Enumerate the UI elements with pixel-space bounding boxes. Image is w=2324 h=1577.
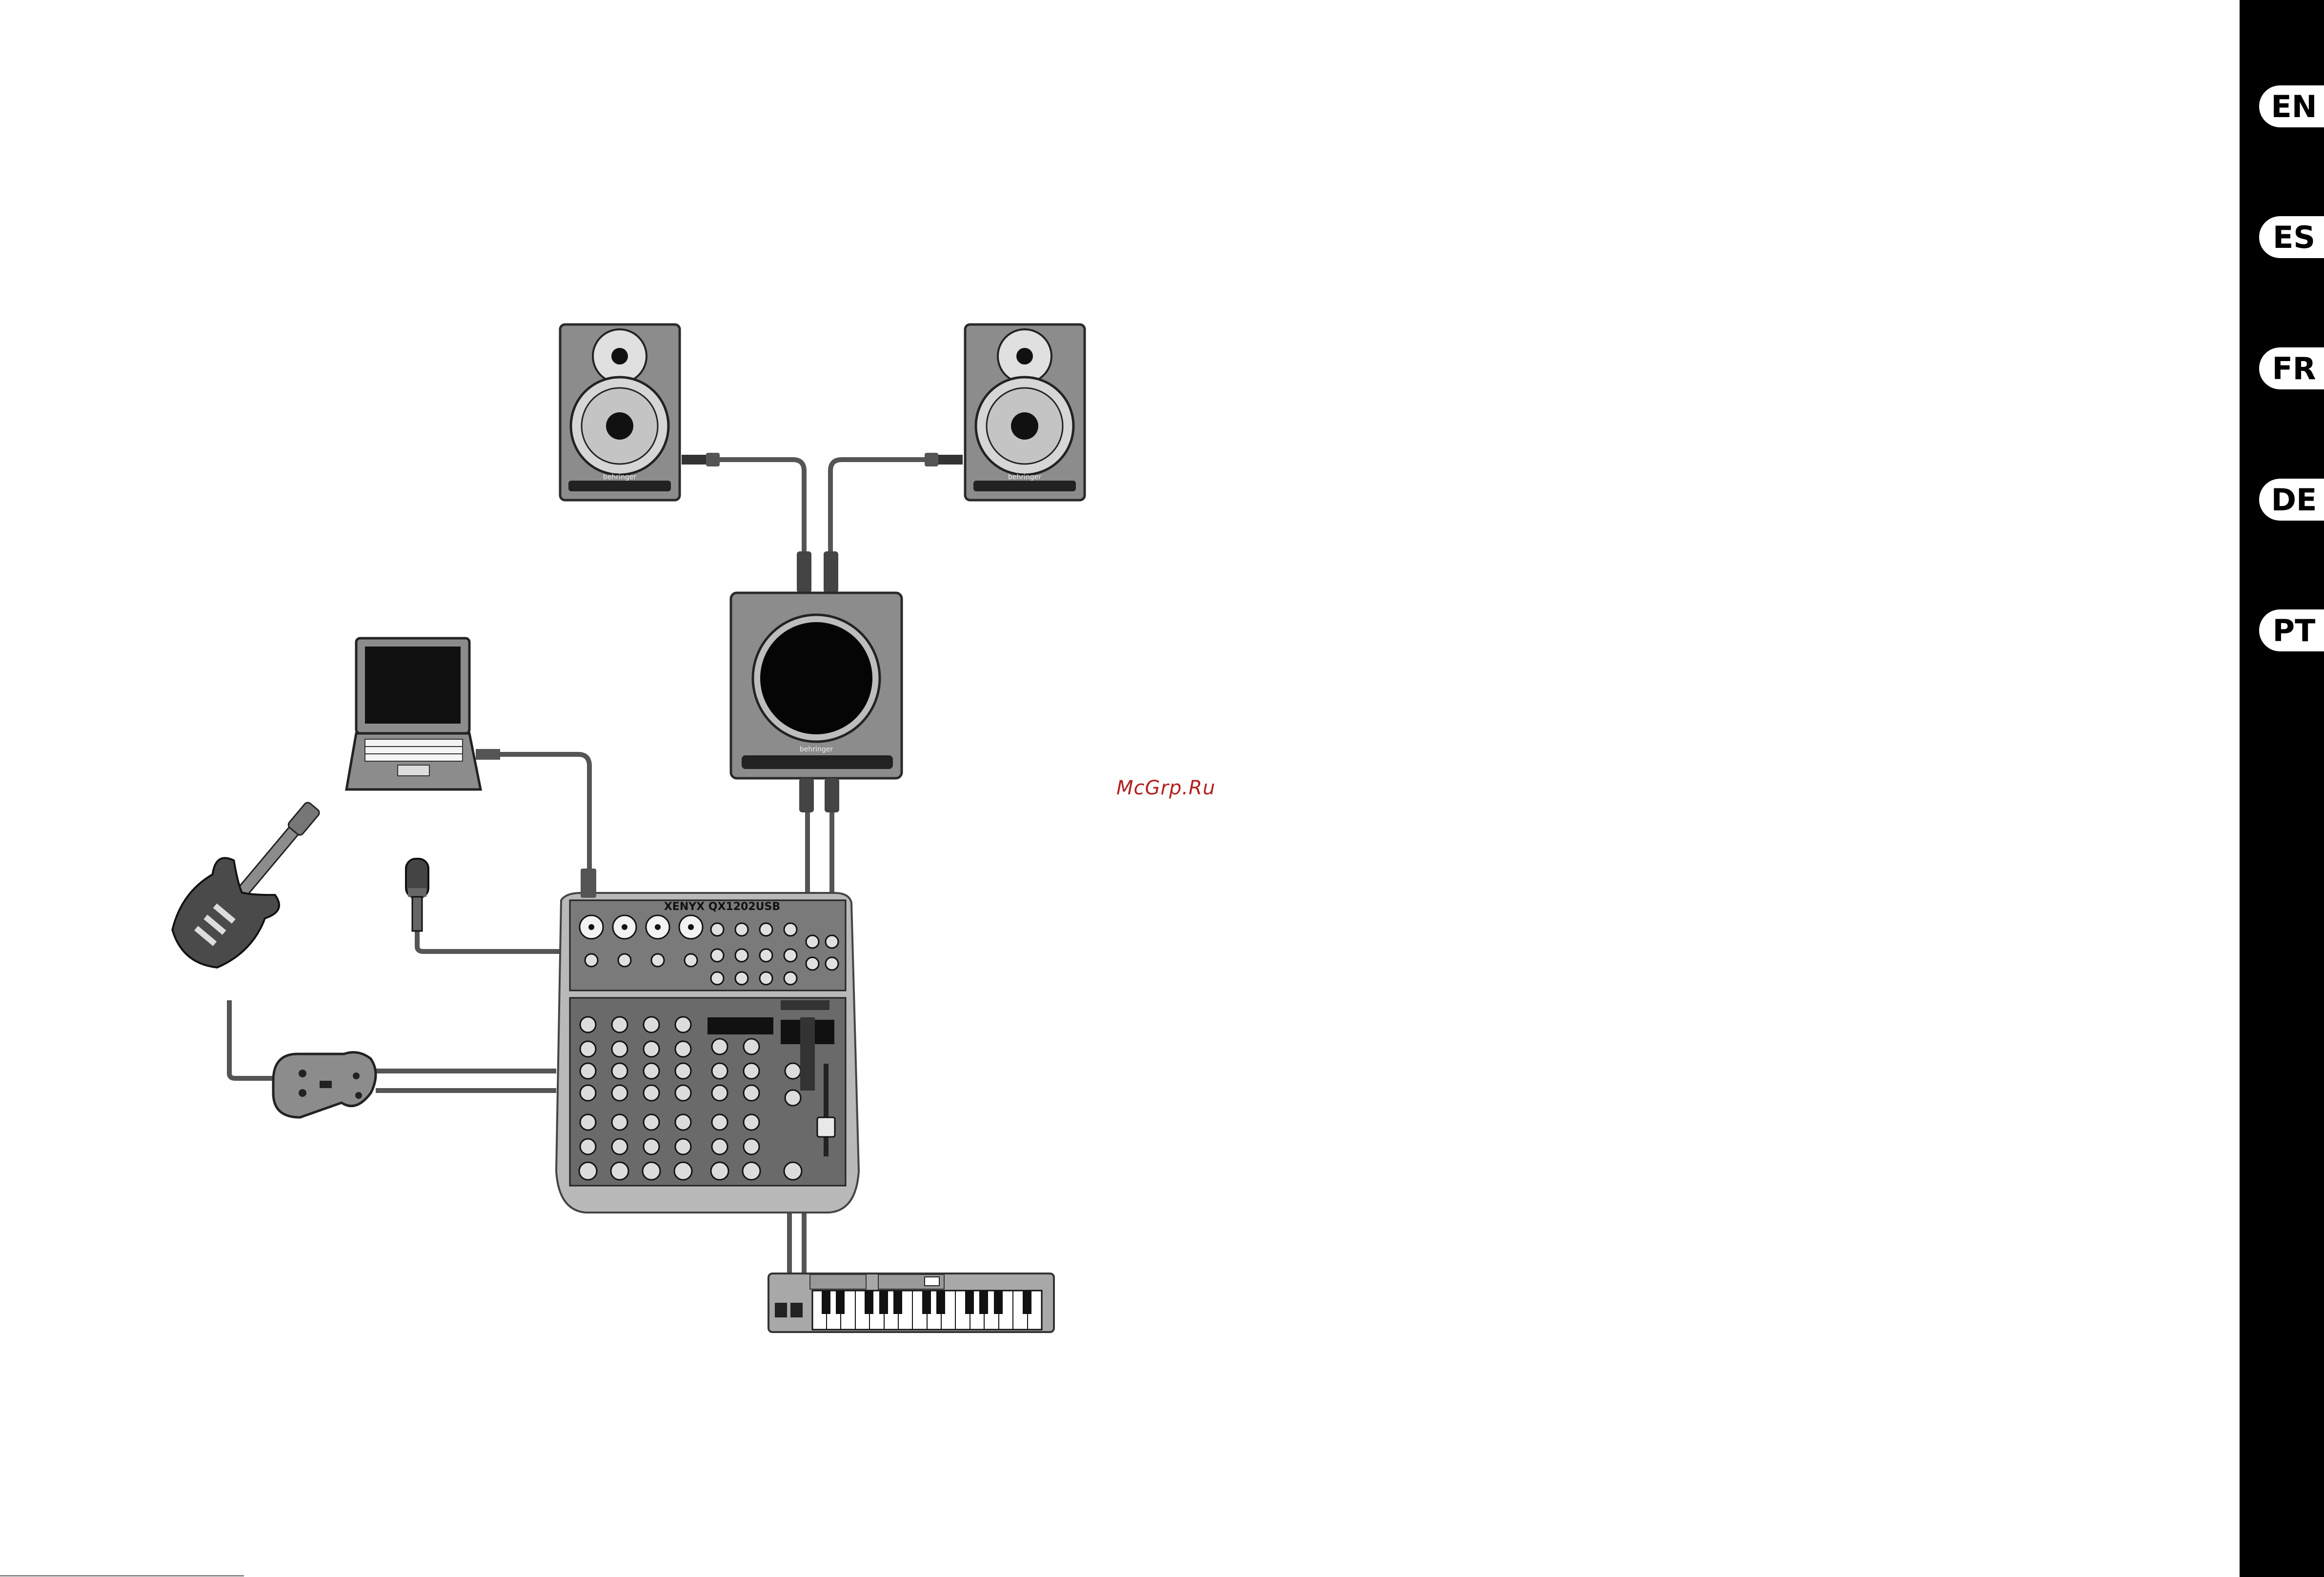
mixer: XENYX QX1202USB xyxy=(556,869,859,1213)
trackpad xyxy=(398,765,429,776)
cable-microphone xyxy=(417,927,576,951)
language-tab-es[interactable]: ES xyxy=(2259,216,2324,258)
microphone xyxy=(406,859,428,931)
subwoofer: behringer xyxy=(731,551,902,812)
cable-usb xyxy=(500,754,589,878)
studio-monitor-right: behringer xyxy=(925,324,1085,500)
footer-rule xyxy=(0,1575,244,1577)
laptop xyxy=(346,638,500,789)
watermark: McGrp.Ru xyxy=(1116,777,1215,799)
language-tab-de[interactable]: DE xyxy=(2259,479,2324,521)
mixer-model: XENYX QX1202USB xyxy=(664,901,780,913)
language-tab-pt[interactable]: PT xyxy=(2259,609,2324,651)
laptop-screen xyxy=(365,647,461,724)
speaker-brand-right: behringer xyxy=(1008,473,1041,481)
speaker-brand-left: behringer xyxy=(603,473,636,481)
laptop-keyboard xyxy=(365,739,463,761)
midi-keyboard xyxy=(768,1274,1054,1332)
cable-speaker-right xyxy=(830,460,925,556)
cable-speaker-left xyxy=(720,460,804,556)
subwoofer-brand: behringer xyxy=(800,746,833,753)
electric-guitar xyxy=(159,781,344,981)
language-tab-fr[interactable]: FR xyxy=(2259,347,2324,389)
main-fader-track xyxy=(824,1064,829,1156)
cable-guitar xyxy=(229,1000,273,1078)
effects-pedal xyxy=(273,1052,376,1117)
main-fader xyxy=(817,1117,835,1137)
studio-monitor-left: behringer xyxy=(560,324,720,500)
language-sidebar: EN ES FR DE PT xyxy=(2240,0,2324,1577)
language-tab-en[interactable]: EN xyxy=(2259,85,2324,127)
